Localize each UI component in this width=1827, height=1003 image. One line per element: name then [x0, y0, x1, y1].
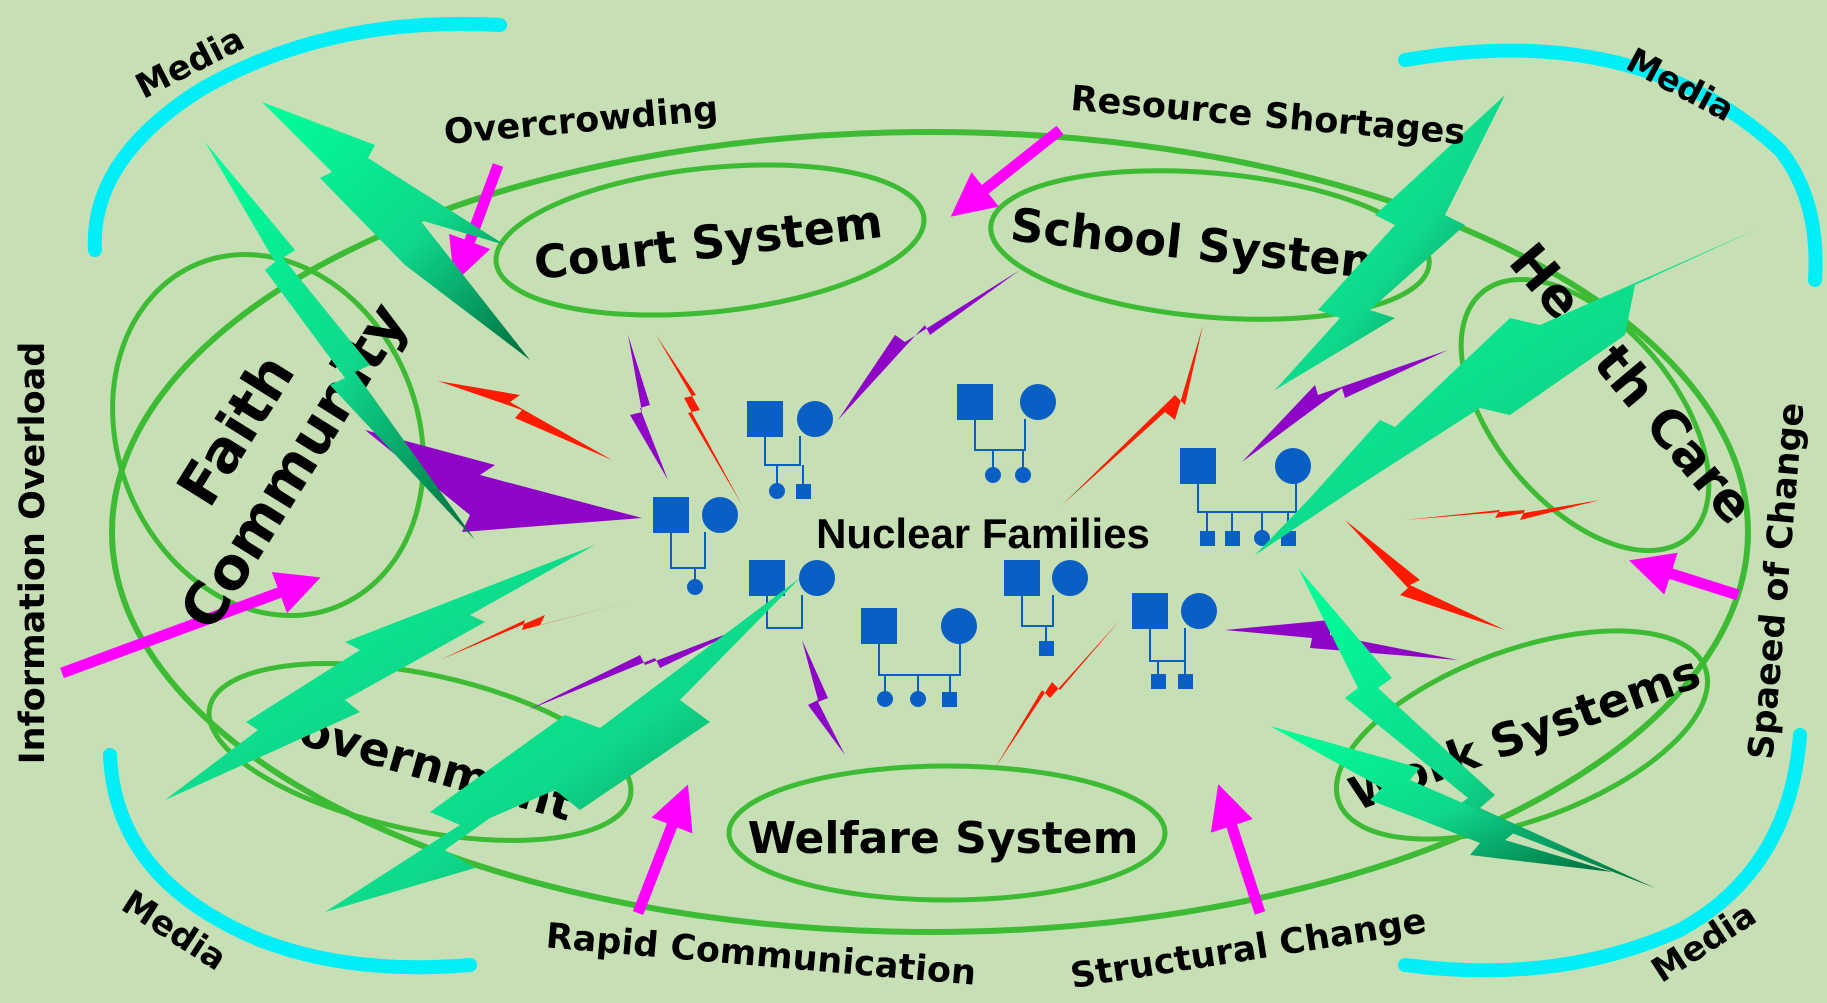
school-system-label: School System — [1008, 197, 1391, 290]
health-care-ring — [1458, 276, 1712, 554]
lightning-bolt-icon — [995, 620, 1120, 768]
lightning-bolt-icon — [365, 430, 642, 532]
welfare-system-ring — [726, 763, 1168, 903]
family-tree-icon — [747, 401, 833, 499]
information-overload-label: Information Overload — [13, 342, 53, 765]
family-tree-icon — [1180, 448, 1311, 546]
lightning-bolt-icon — [1270, 726, 1612, 872]
court-system-label: Court System — [531, 194, 885, 290]
family-tree-icon — [861, 608, 977, 707]
family-tree-icon — [653, 497, 738, 595]
arrow-icon — [449, 163, 504, 283]
speed-of-change-label: Spaeed of Change — [1742, 401, 1813, 761]
lightning-bolt-icon — [1275, 95, 1505, 390]
lightning-bolt-icon — [325, 578, 800, 912]
media-label-top-right: Media — [1620, 40, 1741, 130]
family-tree-icon — [749, 560, 835, 629]
lightning-bolt-icon — [165, 545, 595, 800]
media-arc-top-right — [1398, 43, 1823, 287]
lightning-bolt-icon — [628, 335, 668, 480]
arrow-icon — [1210, 784, 1266, 915]
lightning-bolt-icon — [262, 102, 530, 360]
faith-community-ring — [110, 252, 426, 618]
media-arc-bottom-right — [1398, 728, 1807, 978]
pressure-arrows — [60, 125, 1740, 915]
lightning-bolt-icon — [1255, 230, 1755, 555]
nuclear-families-label: Nuclear Families — [816, 510, 1150, 557]
lightning-bolt-icon — [656, 335, 742, 505]
media-arcs — [87, 16, 1823, 978]
rapid-communication-label: Rapid Communication — [544, 916, 977, 993]
lightning-bolt-icon — [528, 625, 750, 710]
family-tree-icon — [1004, 560, 1088, 656]
government-ring — [206, 661, 634, 843]
arrow-icon — [632, 784, 693, 915]
lightning-bolt-icon — [438, 381, 612, 460]
work-systems-ring — [1333, 628, 1711, 842]
nuclear-families — [653, 384, 1311, 707]
family-tree-icon — [1132, 593, 1217, 689]
arrow-icon — [1629, 552, 1740, 601]
media-arc-bottom-left — [103, 748, 477, 975]
overcrowding-label: Overcrowding — [442, 89, 719, 153]
lightning-bolt-icon — [1405, 500, 1600, 520]
lightning-bolt-icon — [1345, 520, 1505, 630]
arrow-icon — [950, 125, 1064, 217]
red-bolts — [438, 325, 1600, 768]
arrow-icon — [60, 571, 321, 679]
school-system-ring — [988, 168, 1432, 322]
lightning-bolt-icon — [802, 640, 845, 755]
green-bolts — [165, 95, 1755, 912]
structural-change-label: Structural Change — [1068, 901, 1429, 997]
community-boundary-ring — [109, 129, 1751, 935]
welfare-system-label: Welfare System — [748, 813, 1139, 864]
lightning-bolt-icon — [1062, 325, 1203, 505]
media-arc-top-left — [87, 16, 507, 257]
lightning-bolt-icon — [205, 142, 475, 540]
family-tree-icon — [957, 384, 1056, 483]
court-system-ring — [493, 162, 927, 318]
